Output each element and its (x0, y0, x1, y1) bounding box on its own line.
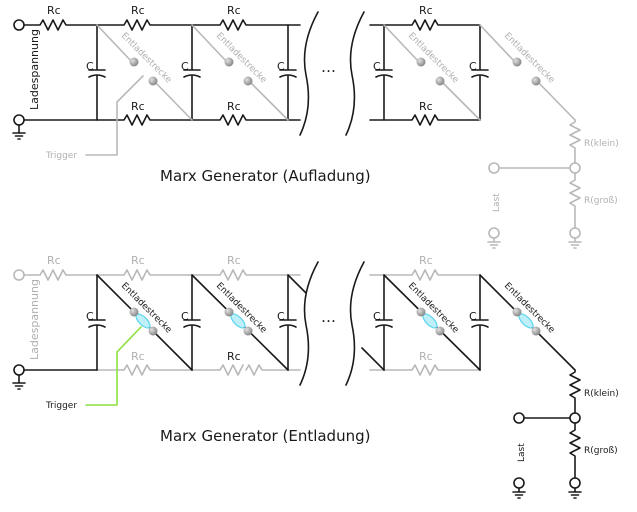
resistor-label: Rc (419, 4, 433, 17)
spark-gap (96, 24, 576, 121)
capacitor-label: C (86, 310, 94, 323)
resistor-label: Rc (227, 350, 241, 363)
resistor-label: Rc (419, 100, 433, 113)
trigger-label: Trigger (45, 401, 77, 411)
spark-gap-label: Entladestrecke (214, 31, 269, 86)
capacitor-label: C (277, 60, 285, 73)
input-voltage-label: Ladespannung (28, 29, 41, 110)
capacitor (88, 24, 489, 121)
ground-terminal (488, 227, 500, 239)
capacitor (88, 274, 489, 371)
charging-diagram: Ladespannung C C C C C Rc Rc Rc Rc Rc Rc… (12, 4, 619, 249)
r-large-label: R(groß) (584, 196, 618, 206)
capacitor-label: C (181, 310, 189, 323)
electrode (129, 57, 541, 86)
output-node (569, 412, 581, 424)
input-terminal-top (13, 269, 25, 281)
input-terminal-ground (13, 114, 25, 126)
load-terminal (513, 412, 525, 424)
diagram-title-discharging: Marx Generator (Entladung) (160, 427, 370, 445)
input-voltage-label: Ladespannung (28, 279, 41, 360)
capacitor-label: C (277, 310, 285, 323)
resistor-label: Rc (47, 254, 61, 267)
ground-icon (12, 374, 26, 390)
r-small-label: R(klein) (584, 389, 619, 399)
load-label: Last (492, 193, 502, 212)
resistor-label: Rc (227, 4, 241, 17)
ellipsis: … (321, 58, 336, 76)
ellipsis: … (321, 308, 336, 326)
r-small-label: R(klein) (584, 139, 619, 149)
spark-gap-label: Entladestrecke (502, 31, 557, 86)
r-large-label: R(groß) (584, 446, 618, 456)
load-terminal (488, 162, 500, 174)
ground-terminal (569, 227, 581, 239)
capacitor-label: C (373, 60, 381, 73)
resistor-label: Rc (131, 350, 145, 363)
capacitor-label: C (373, 310, 381, 323)
resistor-label: Rc (419, 350, 433, 363)
resistor-label: Rc (227, 254, 241, 267)
resistor-label: Rc (131, 100, 145, 113)
capacitor-label: C (469, 310, 477, 323)
trigger-wire (85, 326, 142, 406)
diagram-title-charging: Marx Generator (Aufladung) (160, 167, 371, 185)
ground-icon (487, 237, 582, 249)
input-terminal-top (13, 19, 25, 31)
ground-terminal (513, 477, 525, 489)
output-node (569, 162, 581, 174)
capacitor-label: C (469, 60, 477, 73)
break-bracket (299, 261, 319, 386)
resistor-label: Rc (419, 254, 433, 267)
ground-icon (12, 124, 26, 140)
ground-terminal (569, 477, 581, 489)
resistor-label: Rc (131, 4, 145, 17)
ground-icon (512, 487, 582, 499)
discharging-diagram: Ladespannung C C C C C Rc Rc Rc Rc Rc Rc… (12, 254, 619, 499)
resistor-label: Rc (227, 100, 241, 113)
break-bracket (345, 261, 365, 386)
capacitor-label: C (181, 60, 189, 73)
spark-gap-label: Entladestrecke (406, 31, 461, 86)
input-terminal-ground (13, 364, 25, 376)
trigger-label: Trigger (45, 151, 77, 161)
break-bracket (345, 11, 365, 136)
spark-gap-label: Entladestrecke (119, 31, 174, 86)
electrode (129, 307, 541, 336)
break-bracket (299, 11, 319, 136)
capacitor-label: C (86, 60, 94, 73)
load-label: Last (517, 443, 527, 462)
trigger-wire (85, 75, 144, 156)
resistor-label: Rc (47, 4, 61, 17)
resistor-label: Rc (131, 254, 145, 267)
